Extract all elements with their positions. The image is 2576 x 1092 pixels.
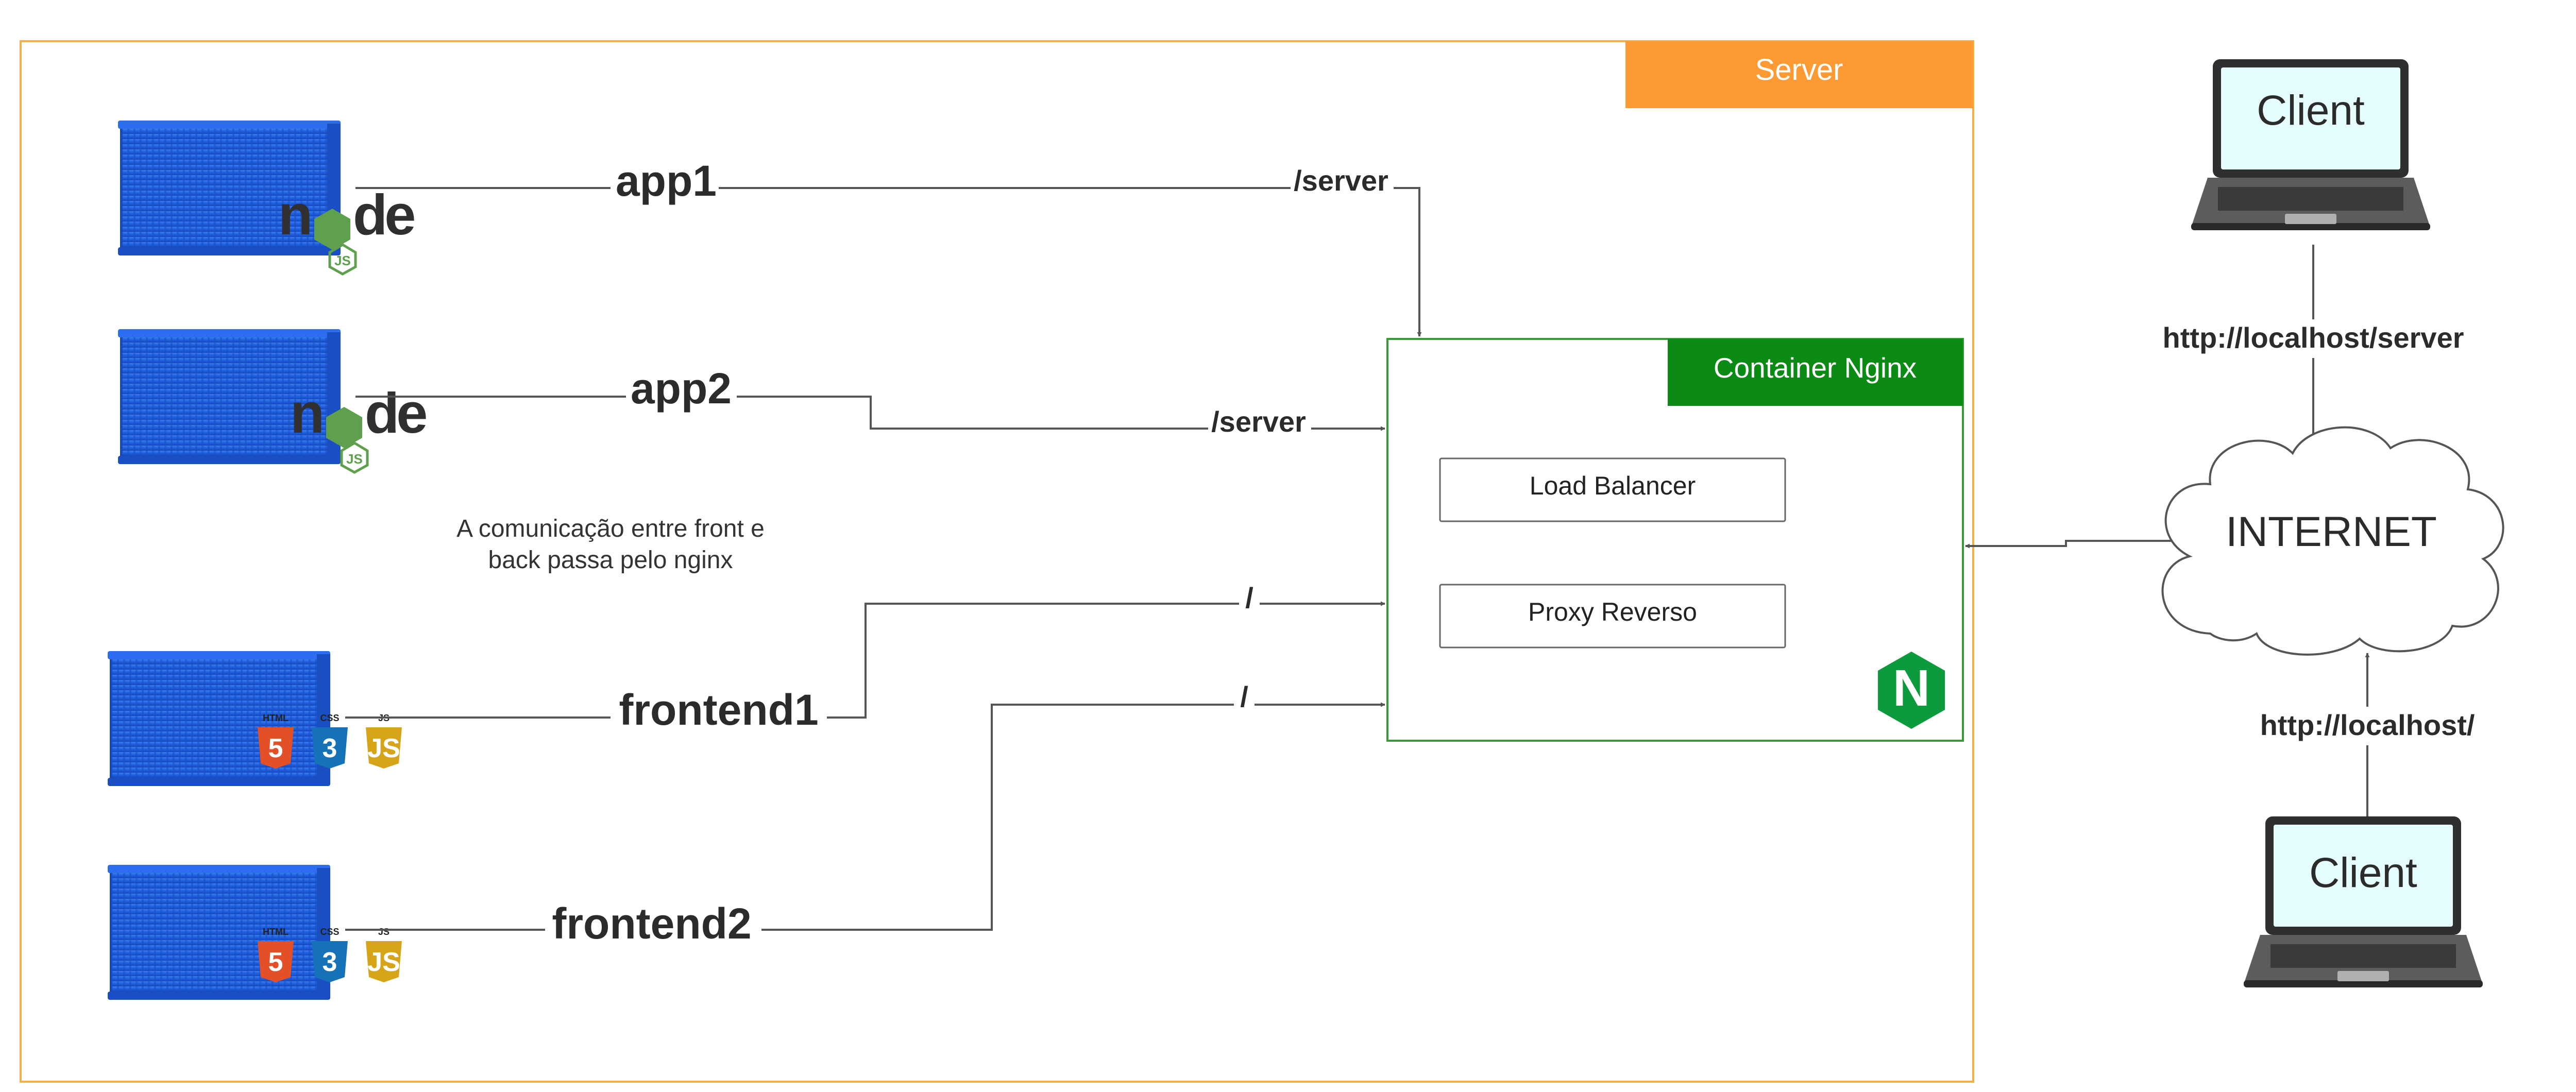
frontend1-label: frontend1 — [619, 686, 818, 734]
app2-label: app2 — [631, 364, 732, 413]
internet-cloud-icon — [2161, 426, 2504, 656]
server-header — [1625, 41, 1973, 108]
server-boundary — [20, 40, 1974, 1083]
nginx-title: Container Nginx — [1714, 352, 1917, 384]
laptop-icon — [2244, 816, 2483, 987]
frontend1-connector — [345, 601, 1385, 719]
client-bottom-url: http://localhost/ — [2260, 709, 2475, 741]
internet-to-nginx-connector — [1965, 540, 2174, 549]
frontend2-connector — [345, 702, 1385, 931]
app1-route-label: /server — [1294, 164, 1388, 197]
node-logo-icon — [278, 183, 414, 274]
client-top-url: http://localhost/server — [2162, 321, 2464, 354]
web-logos-icon — [258, 927, 402, 982]
frontend1-container-icon — [107, 650, 331, 787]
server-title: Server — [1755, 53, 1843, 87]
laptop-icon — [2191, 59, 2430, 230]
frontend1-route-label: / — [1245, 582, 1253, 614]
app2-route-label: /server — [1211, 405, 1306, 438]
client-bottom-label: Client — [2309, 849, 2417, 896]
frontend2-route-label: / — [1240, 680, 1248, 713]
svg-text:N: N — [1893, 659, 1930, 717]
nginx-logo-icon: N — [1878, 652, 1945, 729]
internet-label: INTERNET — [2226, 508, 2437, 555]
load-balancer-box — [1439, 457, 1786, 522]
app2-connector — [355, 396, 1385, 431]
load-balancer-label: Load Balancer — [1530, 471, 1696, 500]
proxy-reverso-label: Proxy Reverso — [1528, 598, 1697, 626]
app1-label: app1 — [616, 157, 717, 205]
note-line-2: back passa pelo nginx — [488, 547, 733, 574]
web-logos-icon — [258, 713, 402, 769]
app1-connector — [355, 187, 1422, 337]
note-line-1: A comunicação entre front e — [456, 515, 765, 542]
frontend2-label: frontend2 — [552, 899, 751, 948]
client-top-label: Client — [2257, 87, 2365, 134]
proxy-reverso-box — [1439, 584, 1786, 649]
frontend2-container-icon — [107, 864, 331, 1001]
nginx-header — [1668, 339, 1963, 406]
